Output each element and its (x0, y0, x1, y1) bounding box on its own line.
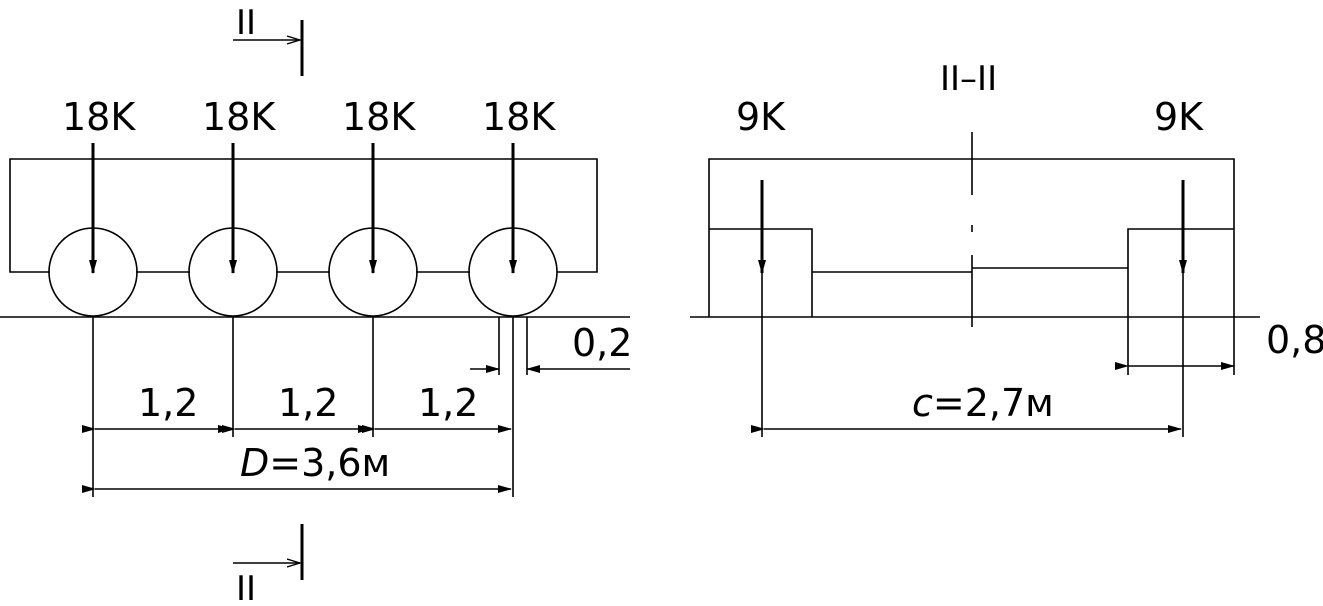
pile-cap-outline (9, 158, 598, 273)
total-dimension-prefix: D (240, 441, 269, 485)
load-label-right: 9K (1154, 95, 1204, 139)
section-pile-right (1127, 228, 1234, 317)
pile-width-label: 0,2 (572, 321, 632, 365)
section-marker-top: II (233, 3, 304, 76)
spacing-label-3: 1,2 (418, 381, 478, 425)
spacing-label-2: 1,2 (278, 381, 338, 425)
span-dimension-label: c=2,7м (912, 381, 1054, 425)
load-label-2: 18K (202, 95, 276, 139)
section-title: II–II (940, 59, 997, 99)
load-label-left: 9K (736, 95, 786, 139)
spacing-label-1: 1,2 (138, 381, 198, 425)
section-marker-top-label: II (236, 3, 256, 43)
total-dimension-value: =3,6м (269, 441, 390, 485)
section-pile-left (709, 228, 813, 317)
left-view: II II 18K 18K 18K 18K (0, 3, 632, 606)
load-label-3: 18K (342, 95, 416, 139)
load-label-1: 18K (62, 95, 136, 139)
section-marker-bottom: II (233, 524, 304, 606)
span-dimension-value: =2,7м (933, 381, 1054, 425)
total-dimension-label: D=3,6м (240, 441, 390, 485)
span-dimension-prefix: c (912, 381, 933, 425)
edge-dimension-label: 0,8 (1266, 318, 1323, 362)
load-label-4: 18K (482, 95, 556, 139)
section-marker-bottom-label: II (236, 569, 256, 606)
right-view: II–II 9K 9K c=2,7м 0,8 (690, 59, 1323, 437)
